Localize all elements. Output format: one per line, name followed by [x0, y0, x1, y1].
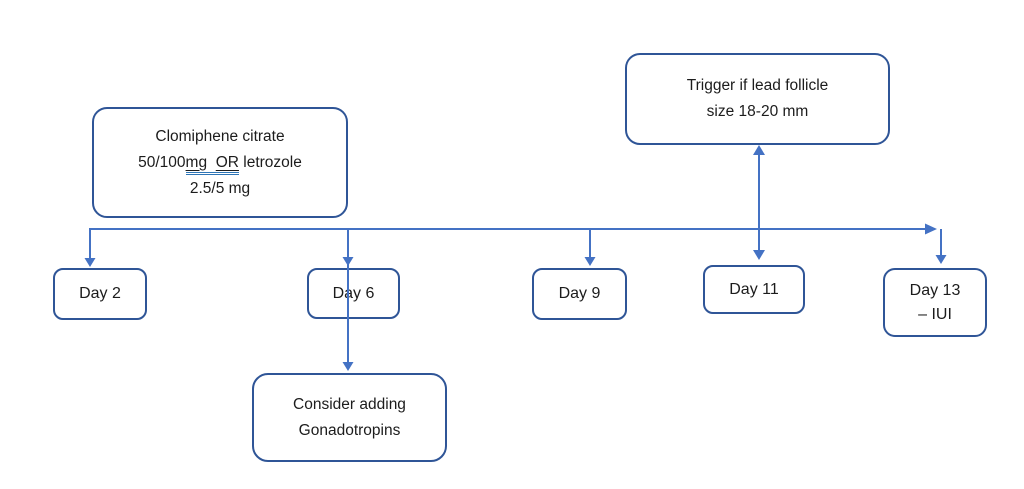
or-text: OR — [215, 153, 239, 171]
day11-label: Day 11 — [729, 280, 779, 298]
trigger-up-arrowhead-icon — [753, 145, 765, 155]
gonadotropins-line1: Consider adding — [293, 395, 406, 413]
day13-iui-box: Day 13 – IUI — [883, 268, 987, 337]
day6-box: Day 6 — [307, 268, 400, 319]
clomiphene-letrozole-box: Clomiphene citrate 50/100mg OR letrozole… — [92, 107, 348, 218]
gonadotropins-arrowhead-icon — [342, 362, 354, 371]
day9-arrowhead-icon — [584, 257, 596, 266]
clomiphene-line1: Clomiphene citrate — [155, 127, 285, 145]
gap-text — [207, 154, 216, 171]
gonadotropins-line2: Gonadotropins — [298, 421, 401, 439]
day13-arrowhead-icon — [935, 255, 947, 264]
day11-box: Day 11 — [703, 265, 805, 314]
clomiphene-line3: 2.5/5 mg — [189, 179, 251, 197]
day2-label: Day 2 — [79, 285, 121, 302]
day9-box: Day 9 — [532, 268, 627, 320]
day6-arrowhead-icon — [342, 257, 354, 266]
trigger-box: Trigger if lead follicle size 18-20 mm — [625, 53, 890, 145]
grammar-underlined-text: mg OR — [185, 153, 239, 175]
letrozole-text: letrozole — [238, 153, 302, 171]
timeline-connector — [89, 228, 925, 259]
mg-text: mg — [185, 153, 208, 171]
day13-line2: – IUI — [918, 305, 952, 323]
clomiphene-line2: 50/100mg OR letrozole — [138, 150, 302, 176]
day9-label: Day 9 — [558, 285, 601, 302]
day2-arrowhead-icon — [84, 258, 96, 267]
trigger-line1: Trigger if lead follicle — [686, 77, 829, 94]
day6-label: Day 6 — [332, 284, 375, 302]
gonadotropins-box: Consider adding Gonadotropins — [252, 373, 447, 462]
day13-line1: Day 13 — [909, 281, 961, 299]
dose-text: 50/100 — [138, 153, 186, 171]
day11-arrowhead-icon — [753, 250, 765, 260]
day2-box: Day 2 — [53, 268, 147, 320]
timeline-right-arrowhead-icon — [925, 223, 937, 235]
trigger-line2: size 18-20 mm — [706, 103, 809, 120]
